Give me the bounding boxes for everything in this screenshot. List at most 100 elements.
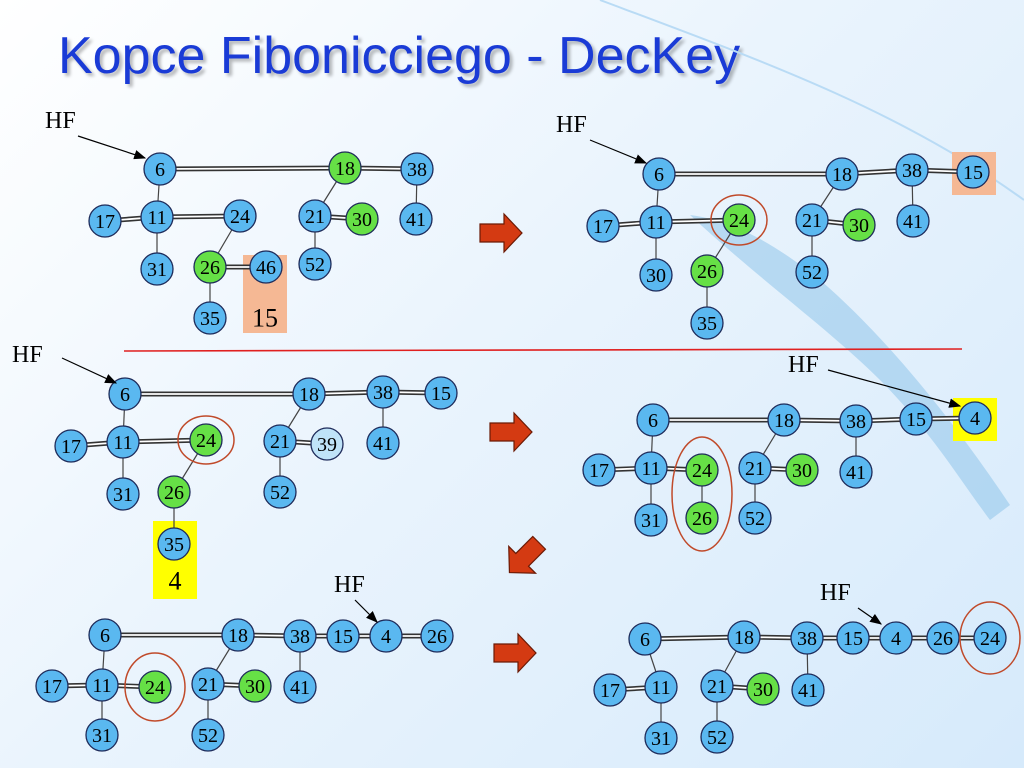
p1-node-46: 46 bbox=[249, 250, 283, 284]
p6-node-6: 6 bbox=[628, 622, 662, 656]
node-key-label: 31 bbox=[641, 510, 661, 532]
p1-hf-pointer-label: HF bbox=[45, 108, 76, 134]
node-key-label: 24 bbox=[230, 206, 250, 228]
node-circle bbox=[836, 621, 870, 655]
node-circle bbox=[345, 202, 379, 236]
node-key-label: 6 bbox=[640, 629, 650, 651]
p1-node-30: 30 bbox=[345, 202, 379, 236]
node-key-label: 31 bbox=[113, 484, 133, 506]
node-circle bbox=[193, 250, 227, 284]
node-key-label: 52 bbox=[305, 254, 325, 276]
node-key-label: 30 bbox=[849, 215, 869, 237]
node-key-label: 21 bbox=[198, 674, 218, 696]
node-key-label: 31 bbox=[147, 259, 167, 281]
p6-node-41: 41 bbox=[791, 673, 825, 707]
node-key-label: 17 bbox=[42, 676, 62, 698]
node-key-label: 30 bbox=[792, 460, 812, 482]
node-circle bbox=[685, 501, 719, 535]
p4-node-26: 26 bbox=[685, 501, 719, 535]
node-circle bbox=[283, 670, 317, 704]
p3-node-24: 24 bbox=[189, 423, 223, 457]
node-circle bbox=[283, 619, 317, 653]
node-key-label: 41 bbox=[846, 462, 866, 484]
p2-hf-pointer-label: HF bbox=[556, 112, 587, 138]
p4-marked-node-ring bbox=[671, 436, 733, 552]
node-circle bbox=[642, 157, 676, 191]
node-key-label: 21 bbox=[305, 206, 325, 228]
node-circle bbox=[420, 619, 454, 653]
node-key-label: 52 bbox=[270, 482, 290, 504]
node-circle bbox=[738, 501, 772, 535]
node-key-label: 17 bbox=[95, 211, 115, 233]
node-key-label: 21 bbox=[802, 210, 822, 232]
node-circle bbox=[899, 402, 933, 436]
p5-node-52: 52 bbox=[191, 718, 225, 752]
p4-hf-pointer-label: HF bbox=[788, 352, 819, 378]
p1-new-key-label: 15 bbox=[252, 304, 278, 333]
p2-node-18: 18 bbox=[825, 157, 859, 191]
decorative-swoosh bbox=[690, 215, 1010, 520]
node-circle bbox=[106, 477, 140, 511]
node-key-label: 41 bbox=[406, 209, 426, 231]
node-key-label: 31 bbox=[651, 728, 671, 750]
p4-node-52: 52 bbox=[738, 501, 772, 535]
node-circle bbox=[298, 247, 332, 281]
node-circle bbox=[369, 619, 403, 653]
p1-hf-pointer-arrow bbox=[77, 135, 147, 160]
arrow-shape bbox=[489, 411, 533, 453]
p6-node-38: 38 bbox=[790, 621, 824, 655]
p5-node-31: 31 bbox=[85, 718, 119, 752]
p2-hf-pointer-arrow bbox=[589, 139, 648, 164]
node-key-label: 41 bbox=[373, 433, 393, 455]
p3-node-38: 38 bbox=[366, 375, 400, 409]
node-circle bbox=[249, 250, 283, 284]
node-circle bbox=[328, 151, 362, 185]
p1-node-35: 35 bbox=[193, 301, 227, 335]
node-key-label: 39 bbox=[317, 434, 337, 456]
node-key-label: 4 bbox=[891, 628, 901, 650]
node-circle bbox=[839, 404, 873, 438]
node-circle bbox=[644, 721, 678, 755]
node-circle bbox=[593, 673, 627, 707]
section-separator bbox=[123, 348, 963, 352]
node-circle bbox=[138, 670, 172, 704]
p2-node-30b: 30 bbox=[639, 258, 673, 292]
node-circle bbox=[143, 152, 177, 186]
p1-node-21: 21 bbox=[298, 199, 332, 233]
node-circle bbox=[727, 620, 761, 654]
node-key-label: 41 bbox=[903, 211, 923, 233]
node-key-label: 4 bbox=[381, 626, 391, 648]
node-key-label: 26 bbox=[164, 482, 184, 504]
node-circle bbox=[738, 451, 772, 485]
p4-node-4: 4 bbox=[958, 401, 992, 435]
node-circle bbox=[54, 429, 88, 463]
node-key-label: 11 bbox=[147, 207, 166, 229]
node-circle bbox=[424, 376, 458, 410]
node-circle bbox=[636, 403, 670, 437]
node-key-label: 18 bbox=[335, 158, 355, 180]
p4-hf-pointer-arrow bbox=[827, 369, 962, 408]
node-key-label: 6 bbox=[120, 384, 130, 406]
node-key-label: 18 bbox=[228, 625, 248, 647]
p4-node-38: 38 bbox=[839, 404, 873, 438]
node-circle bbox=[790, 621, 824, 655]
node-circle bbox=[366, 426, 400, 460]
p5-hf-pointer-label: HF bbox=[334, 572, 365, 598]
node-circle bbox=[140, 200, 174, 234]
p1-node-24: 24 bbox=[223, 199, 257, 233]
node-circle bbox=[722, 203, 756, 237]
node-circle bbox=[958, 401, 992, 435]
node-circle bbox=[895, 153, 929, 187]
node-key-label: 18 bbox=[832, 164, 852, 186]
node-circle bbox=[582, 453, 616, 487]
p1-node-6: 6 bbox=[143, 152, 177, 186]
node-circle bbox=[85, 718, 119, 752]
p3-hf-pointer-label: HF bbox=[12, 342, 43, 368]
node-key-label: 21 bbox=[745, 458, 765, 480]
p1-node-41: 41 bbox=[399, 202, 433, 236]
p2-node-17: 17 bbox=[586, 209, 620, 243]
next-step-arrow-4 bbox=[493, 632, 537, 674]
p2-node-11: 11 bbox=[639, 205, 673, 239]
p6-node-26: 26 bbox=[926, 621, 960, 655]
p4-node-17: 17 bbox=[582, 453, 616, 487]
